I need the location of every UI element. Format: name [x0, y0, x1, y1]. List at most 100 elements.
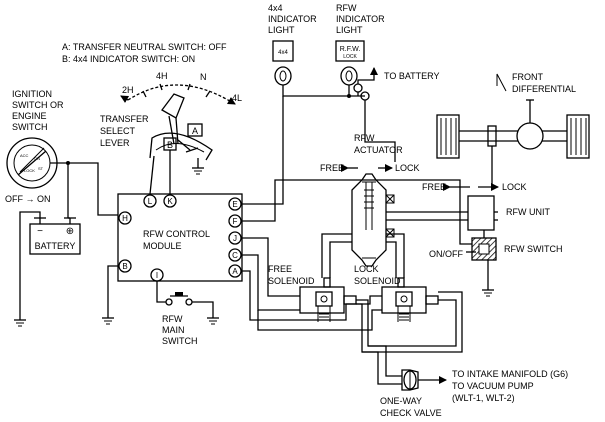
one-way-check-valve — [401, 369, 419, 391]
svg-text:FREE: FREE — [268, 264, 292, 274]
svg-text:RFW: RFW — [162, 314, 183, 324]
module-label-2: MODULE — [143, 241, 182, 251]
svg-text:SELECT: SELECT — [100, 126, 136, 136]
battery-label: BATTERY — [35, 241, 76, 251]
front-differential-label: FRONT DIFFERENTIAL — [512, 72, 576, 94]
on-off-label: ON/OFF — [429, 249, 463, 259]
svg-text:TO VACUUM PUMP: TO VACUUM PUMP — [452, 381, 534, 391]
svg-text:4x4: 4x4 — [268, 3, 283, 13]
rfw-switch-label: RFW SWITCH — [504, 244, 563, 254]
rfw-actuator-label: RFW ACTUATOR — [354, 133, 403, 155]
svg-text:E: E — [232, 200, 237, 209]
lever-mark-a: A — [192, 126, 198, 136]
svg-text:INDICATOR: INDICATOR — [336, 14, 385, 24]
vacuum-piping — [321, 233, 405, 278]
indicator-4x4-light: 4x4 — [272, 40, 294, 86]
svg-text:RFW: RFW — [336, 3, 357, 13]
module-pin-i: I — [150, 268, 164, 282]
svg-text:LOCK: LOCK — [24, 168, 35, 173]
vacuum-source-label: TO INTAKE MANIFOLD (G6) TO VACUUM PUMP (… — [452, 369, 568, 403]
indicator-4x4-label: 4x4 INDICATOR LIGHT — [268, 3, 317, 35]
svg-text:SWITCH OR: SWITCH OR — [12, 100, 64, 110]
legend-line-b: B: 4x4 INDICATOR SWITCH: ON — [62, 54, 195, 64]
svg-text:ONE-WAY: ONE-WAY — [380, 396, 422, 406]
svg-text:IGNITION: IGNITION — [12, 89, 52, 99]
rfw-main-switch-label: RFW MAIN SWITCH — [162, 314, 198, 346]
svg-text:SWITCH: SWITCH — [12, 122, 48, 132]
svg-text:MAIN: MAIN — [162, 325, 185, 335]
module-pin-j: J — [228, 231, 242, 245]
unit-free-label: FREE — [422, 182, 446, 192]
free-solenoid-label: FREE SOLENOID — [268, 264, 315, 286]
rfw-main-switch — [165, 292, 193, 306]
shift-4h: 4H — [156, 71, 168, 81]
svg-text:SWITCH: SWITCH — [162, 336, 198, 346]
rfw-unit-label: RFW UNIT — [506, 207, 550, 217]
module-pin-h: H — [118, 211, 132, 225]
lever-mark-b: B — [167, 140, 173, 150]
svg-text:DIFFERENTIAL: DIFFERENTIAL — [512, 84, 576, 94]
module-pin-b: B — [118, 259, 132, 273]
svg-text:H: H — [122, 214, 128, 223]
svg-text:INDICATOR: INDICATOR — [268, 14, 317, 24]
battery-neg: − — [37, 226, 43, 237]
shift-pattern: 2H 4H N 4L — [120, 71, 242, 105]
svg-text:ACTUATOR: ACTUATOR — [354, 145, 403, 155]
svg-text:SOLENOID: SOLENOID — [268, 276, 315, 286]
rfw-control-module: RFW CONTROL MODULE — [117, 193, 243, 282]
ignition-switch: ACC ON ST LOCK — [6, 137, 58, 189]
svg-text:(WLT-1, WLT-2): (WLT-1, WLT-2) — [452, 393, 515, 403]
svg-text:ON: ON — [34, 156, 40, 161]
shift-4l: 4L — [232, 93, 242, 103]
module-pin-a: A — [228, 264, 242, 278]
indicator-rfw-light: R.F.W. LOCK — [335, 40, 365, 86]
rfw-switch — [471, 230, 497, 261]
transfer-lever-label: TRANSFER SELECT LEVER — [100, 114, 149, 148]
svg-text:C: C — [232, 251, 238, 260]
svg-text:TRANSFER: TRANSFER — [100, 114, 149, 124]
svg-text:ACC: ACC — [20, 153, 29, 158]
lever-pin-k: K — [163, 194, 177, 208]
actuator-free-label: FREE — [320, 163, 344, 173]
svg-text:J: J — [233, 234, 237, 243]
svg-text:ENGINE: ENGINE — [12, 111, 47, 121]
rfw-unit — [467, 195, 498, 231]
svg-text:LEVER: LEVER — [100, 138, 130, 148]
svg-text:TO INTAKE MANIFOLD (G6): TO INTAKE MANIFOLD (G6) — [452, 369, 568, 379]
svg-text:CHECK VALVE: CHECK VALVE — [380, 408, 442, 418]
shift-n: N — [200, 72, 207, 82]
svg-text:LIGHT: LIGHT — [336, 25, 363, 35]
svg-text:K: K — [167, 197, 173, 206]
svg-text:L: L — [148, 197, 153, 206]
lock-solenoid — [381, 286, 439, 322]
transfer-lever: A B — [149, 93, 213, 175]
svg-text:FRONT: FRONT — [512, 72, 543, 82]
indicator-rfw-icon-subtext: LOCK — [343, 54, 357, 60]
front-differential — [436, 73, 590, 190]
rfw-actuator — [351, 173, 468, 267]
shift-2h: 2H — [122, 85, 134, 95]
battery-pos: ⊕ — [66, 226, 74, 237]
svg-text:F: F — [233, 217, 238, 226]
svg-text:I: I — [156, 271, 158, 280]
to-battery-label: TO BATTERY — [384, 71, 440, 81]
module-pin-f: F — [228, 214, 242, 228]
indicator-rfw-label: RFW INDICATOR LIGHT — [336, 3, 385, 35]
battery: − ⊕ BATTERY — [29, 217, 81, 255]
svg-text:LIGHT: LIGHT — [268, 25, 295, 35]
lever-pin-l: L — [143, 194, 157, 208]
svg-text:A: A — [232, 267, 238, 276]
check-valve-label: ONE-WAY CHECK VALVE — [380, 396, 442, 418]
ignition-label: IGNITION SWITCH OR ENGINE SWITCH — [12, 89, 64, 132]
svg-text:SOLENOID: SOLENOID — [354, 276, 401, 286]
lock-solenoid-label: LOCK SOLENOID — [354, 264, 401, 286]
actuator-lock-label: LOCK — [395, 163, 420, 173]
legend-line-a: A: TRANSFER NEUTRAL SWITCH: OFF — [62, 42, 227, 52]
module-pin-e: E — [228, 197, 242, 211]
svg-text:ST: ST — [38, 166, 44, 171]
svg-text:RFW: RFW — [354, 133, 375, 143]
off-on-label: OFF → ON — [5, 194, 51, 204]
module-pin-c: C — [228, 248, 242, 262]
indicator-4x4-icon: 4x4 — [278, 50, 288, 56]
